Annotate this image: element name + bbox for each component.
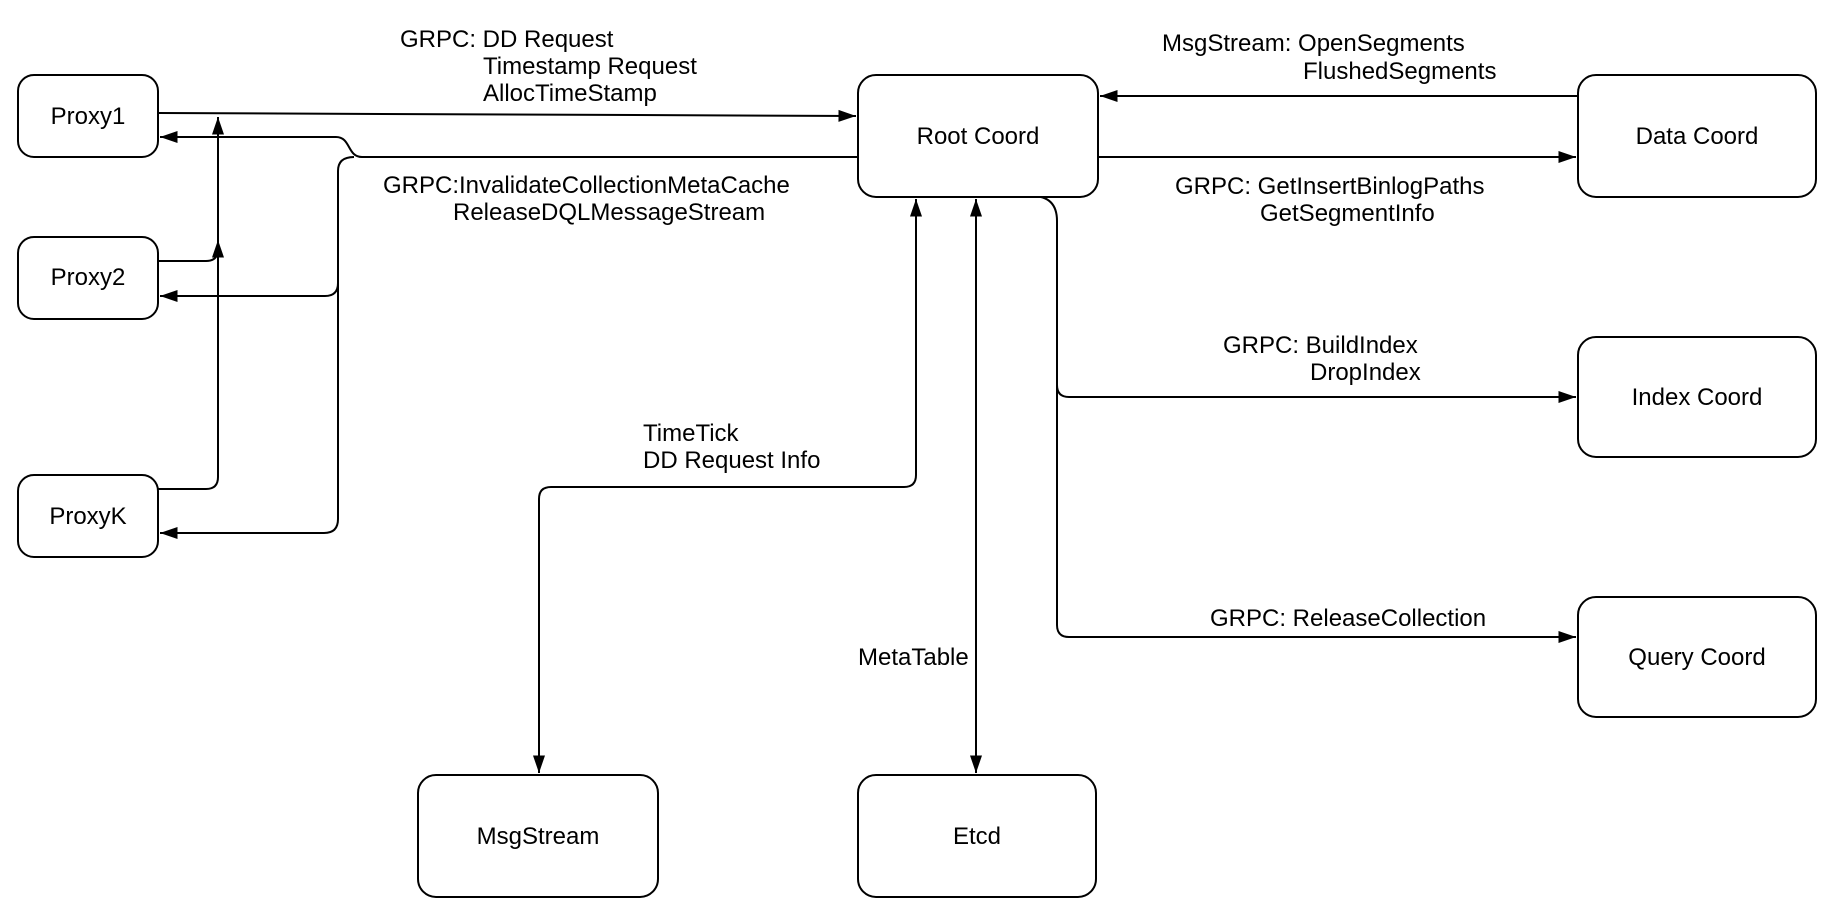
node-data-coord: Data Coord <box>1577 74 1817 198</box>
node-proxyk: ProxyK <box>17 474 159 558</box>
node-etcd-box <box>857 774 1097 898</box>
edge-label-proxies-to-root-line1: GRPC: DD Request <box>400 26 614 53</box>
node-proxyk-box <box>17 474 159 558</box>
edge-label-root-to-msgstream-line1: TimeTick <box>643 420 740 447</box>
nodes-layer: Proxy1 Proxy2 ProxyK Root Coord Data Coo… <box>17 74 1817 898</box>
node-msgstream: MsgStream <box>417 774 659 898</box>
edge-proxyk-feeder-up <box>158 117 224 490</box>
node-query-coord-label: Query Coord <box>1628 644 1765 671</box>
node-root-coord-label: Root Coord <box>917 123 1040 150</box>
node-root-coord-box <box>857 74 1099 198</box>
node-proxy1-box <box>17 74 159 158</box>
edge-proxies-to-root-coord <box>157 109 857 122</box>
edge-root-coord-msgstream <box>533 199 922 773</box>
edge-label-root-to-etcd-line1: MetaTable <box>858 644 969 671</box>
edge-label-data-to-root-line2: FlushedSegments <box>1303 58 1496 85</box>
edge-root-coord-to-proxy2 <box>160 282 339 302</box>
edge-root-coord-to-proxy1 <box>160 131 858 158</box>
node-data-coord-box <box>1577 74 1817 198</box>
edge-label-root-to-index-line1: GRPC: BuildIndex <box>1223 332 1418 359</box>
edge-root-coord-to-query-coord <box>1031 195 1576 643</box>
node-index-coord: Index Coord <box>1577 336 1817 458</box>
edge-label-data-to-root-line1: MsgStream: OpenSegments <box>1162 30 1465 57</box>
edge-labels-layer: GRPC: DD Request Timestamp Request Alloc… <box>383 26 1496 671</box>
edge-label-root-to-proxies-line1: GRPC:InvalidateCollectionMetaCache <box>383 172 790 199</box>
edge-label-root-to-index-line2: DropIndex <box>1310 359 1421 386</box>
edge-label-root-to-data-line2: GetSegmentInfo <box>1260 200 1435 227</box>
node-query-coord: Query Coord <box>1577 596 1817 718</box>
node-proxy2-box <box>17 236 159 320</box>
edge-label-proxies-to-root-line3: AllocTimeStamp <box>483 80 657 107</box>
edge-label-proxies-to-root-line2: Timestamp Request <box>483 53 697 80</box>
node-data-coord-label: Data Coord <box>1636 123 1759 150</box>
edge-root-coord-to-proxyk <box>160 156 355 539</box>
node-index-coord-label: Index Coord <box>1632 384 1763 411</box>
node-proxyk-label: ProxyK <box>49 503 126 530</box>
edge-proxy2-feeder-up <box>157 240 224 262</box>
node-msgstream-label: MsgStream <box>477 823 600 850</box>
edge-label-root-to-msgstream-line2: DD Request Info <box>643 447 820 474</box>
edge-root-coord-to-index-coord <box>1056 384 1576 403</box>
node-etcd-label: Etcd <box>953 823 1001 850</box>
node-query-coord-box <box>1577 596 1817 718</box>
node-root-coord: Root Coord <box>857 74 1099 198</box>
edges-layer <box>157 90 1578 773</box>
edge-label-root-to-proxies-line2: ReleaseDQLMessageStream <box>453 199 765 226</box>
node-msgstream-box <box>417 774 659 898</box>
edge-label-root-to-data-line1: GRPC: GetInsertBinlogPaths <box>1175 173 1484 200</box>
node-index-coord-box <box>1577 336 1817 458</box>
node-proxy2: Proxy2 <box>17 236 159 320</box>
node-proxy1: Proxy1 <box>17 74 159 158</box>
node-proxy1-label: Proxy1 <box>51 103 126 130</box>
node-etcd: Etcd <box>857 774 1097 898</box>
edge-label-root-to-query-line1: GRPC: ReleaseCollection <box>1210 605 1486 632</box>
node-proxy2-label: Proxy2 <box>51 264 126 291</box>
